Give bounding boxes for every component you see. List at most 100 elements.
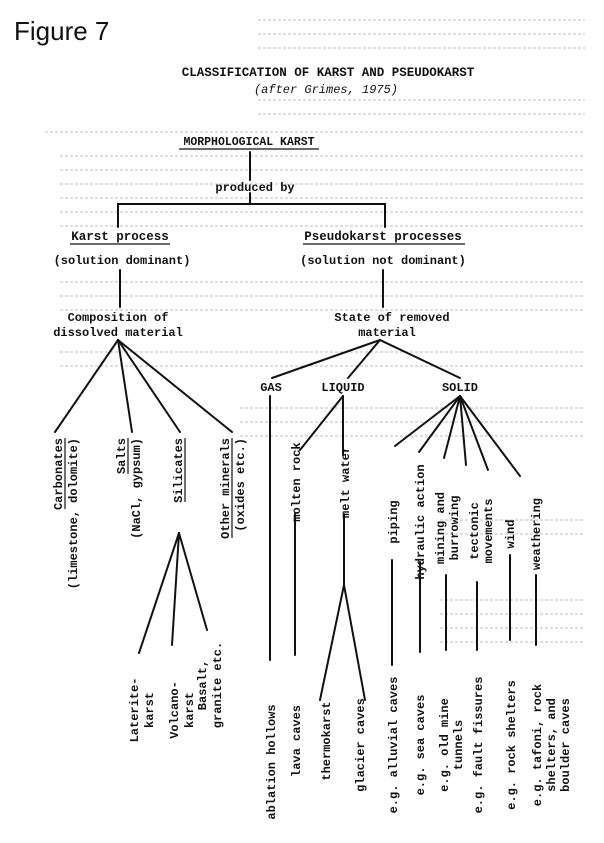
thermokarst: thermokarst (320, 701, 334, 780)
diagram-subtitle: (after Grimes, 1975) (254, 83, 398, 97)
state-solid: SOLID (442, 381, 478, 395)
solid-process-tectonic: tectonic movements (468, 499, 496, 564)
edge-laterite-karst (138, 532, 180, 654)
laterite-line1: Laterite- (128, 678, 142, 743)
class-salts: Salts (NaCl, gypsum) (115, 438, 144, 539)
class-salts-detail: (NaCl, gypsum) (130, 438, 144, 539)
class-carbonates-detail: (limestone, dolomite) (67, 438, 81, 589)
molten-rock: molten rock (290, 442, 304, 521)
gas-example: ablation hollows (265, 704, 279, 819)
class-other-minerals-name: Other minerals (219, 438, 233, 539)
silicate-example-basalt: Basalt, granite etc. (196, 642, 225, 728)
edge-liquid (347, 339, 381, 379)
lava-caves: lava caves (290, 705, 304, 777)
class-salts-name: Salts (115, 438, 129, 474)
class-carbonates: Carbonates (limestone, dolomite) (52, 438, 81, 589)
pseudokarst-basis-line2: material (358, 326, 416, 340)
edge-solid-mining (443, 395, 461, 459)
thermokarst-label: thermokarst (320, 701, 334, 780)
class-carbonates-name: Carbonates (52, 438, 66, 510)
mining-line2: burrowing (448, 496, 462, 561)
silicate-example-laterite: Laterite- karst (128, 678, 157, 743)
basalt-line2: granite etc. (211, 642, 225, 728)
edge-solid-hydraulic (418, 395, 461, 453)
old-mine-line2: tunnels (452, 720, 466, 770)
edge-silicates (117, 339, 181, 433)
tafoni-line3: boulder caves (559, 698, 573, 792)
edge-volcano-karst (171, 532, 180, 646)
figure-label: Figure 7 (14, 16, 109, 46)
old-mine-line1: e.g. old mine (438, 698, 452, 792)
edge-solid-tectonic (459, 395, 467, 466)
solid-example-sea: e.g. sea caves (414, 695, 428, 796)
root-node: MORPHOLOGICAL KARST (183, 136, 314, 149)
state-gas: GAS (260, 381, 282, 395)
edge-gas (271, 339, 381, 379)
pseudokarst-basis-line1: State of removed (334, 311, 449, 325)
solid-example-alluvial: e.g. alluvial caves (387, 677, 401, 814)
edge-carbonates (54, 339, 119, 433)
state-liquid: LIQUID (321, 381, 364, 395)
volcano-line1: Volcano- (168, 681, 182, 739)
root-link-label: produced by (215, 181, 294, 195)
weathering: weathering (530, 498, 544, 570)
class-other-minerals-detail: (oxides etc.) (234, 438, 248, 532)
class-silicates-name: Silicates (172, 438, 186, 503)
karst-process-heading: Karst process (71, 230, 169, 244)
edge-basalt-granite (178, 532, 208, 631)
root-split-edge (117, 203, 386, 228)
tafoni-line1: e.g. tafoni, rock (531, 684, 545, 806)
mining-line1: mining and (434, 492, 448, 564)
silicate-example-volcano: Volcano- karst (168, 681, 197, 739)
pseudokarst-heading: Pseudokarst processes (304, 230, 462, 244)
solid-process-hydraulic: hydraulic action (414, 464, 428, 579)
piping: piping (387, 500, 401, 543)
karst-basis-line2: dissolved material (53, 326, 183, 340)
edge-to-thermokarst (319, 584, 345, 701)
fault-fissures: e.g. fault fissures (472, 677, 486, 814)
basalt-line1: Basalt, (196, 660, 210, 710)
solid-example-tafoni: e.g. tafoni, rock shelters, and boulder … (531, 684, 573, 806)
tectonic-line2: movements (482, 499, 496, 564)
background-show-through (45, 19, 585, 643)
solid-example-fault: e.g. fault fissures (472, 677, 486, 814)
diagram-title: CLASSIFICATION OF KARST AND PSEUDOKARST (182, 66, 475, 80)
edge-solid-wind (459, 395, 489, 471)
karst-process-note: (solution dominant) (54, 254, 191, 268)
liquid-process-meltwater: melt water (339, 446, 353, 518)
edge-salts (117, 339, 133, 433)
edge-solid (379, 339, 461, 379)
volcano-line2: karst (183, 692, 197, 728)
solid-process-weathering: weathering (530, 498, 544, 570)
lava-caves-label: lava caves (290, 705, 304, 777)
rock-shelters: e.g. rock shelters (505, 680, 519, 810)
solid-example-rock-shelters: e.g. rock shelters (505, 680, 519, 810)
edge-solid-weathering (459, 395, 521, 477)
solid-process-piping: piping (387, 500, 401, 543)
edge-other-minerals (117, 339, 233, 433)
alluvial-caves: e.g. alluvial caves (387, 677, 401, 814)
edge-liquid-to-molten (299, 395, 344, 451)
class-other-minerals: Other minerals (oxides etc.) (219, 438, 248, 539)
ablation-hollows: ablation hollows (265, 704, 279, 819)
hydraulic-action: hydraulic action (414, 464, 428, 579)
liquid-process-molten: molten rock (290, 442, 304, 521)
sea-caves: e.g. sea caves (414, 695, 428, 796)
class-silicates: Silicates (172, 438, 186, 503)
karst-basis-line1: Composition of (68, 311, 169, 325)
solid-process-mining: mining and burrowing (434, 492, 462, 564)
solid-process-wind: wind (504, 520, 518, 549)
laterite-line2: karst (143, 692, 157, 728)
glacier-caves-label: glacier caves (354, 698, 368, 792)
edge-to-glacier-caves (343, 584, 366, 701)
melt-water: melt water (339, 446, 353, 518)
glacier-caves: glacier caves (354, 698, 368, 792)
pseudokarst-note: (solution not dominant) (300, 254, 466, 268)
edge-solid-piping (394, 395, 461, 447)
tafoni-line2: shelters, and (545, 698, 559, 792)
tectonic-line1: tectonic (468, 502, 482, 560)
solid-example-mine: e.g. old mine tunnels (438, 698, 466, 792)
wind: wind (504, 520, 518, 549)
